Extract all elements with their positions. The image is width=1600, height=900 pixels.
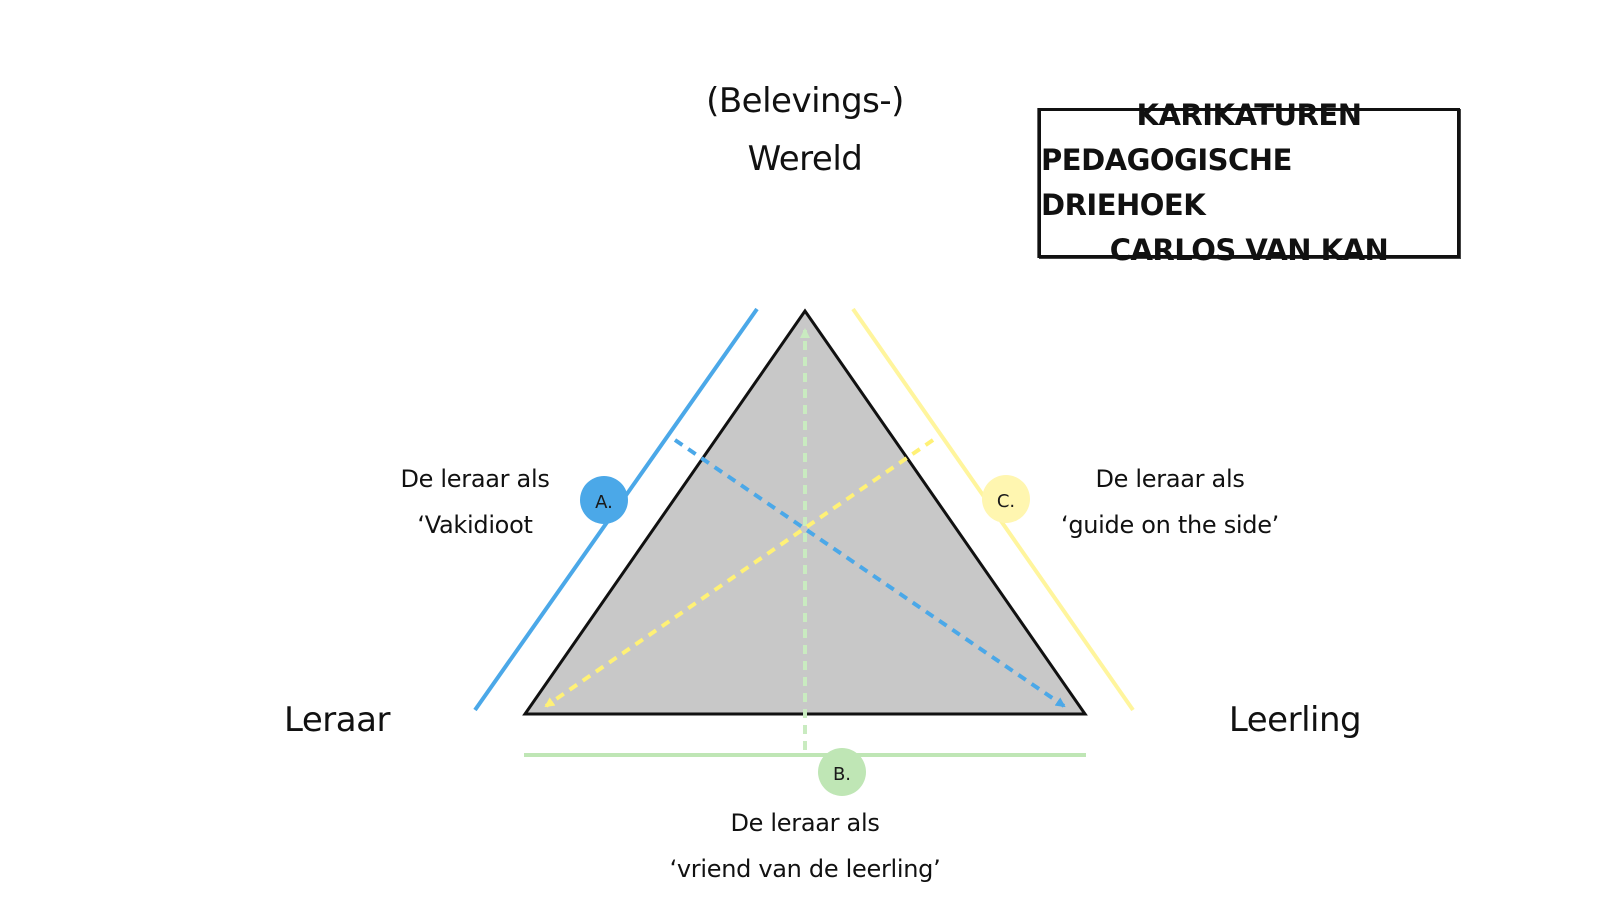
role-c-line1: De leraar als [1095, 465, 1245, 493]
marker-c-text: C. [997, 491, 1015, 512]
role-label-a: De leraar als ‘Vakidioot [360, 456, 590, 548]
vertex-label-top: (Belevings-) Wereld [655, 72, 955, 188]
arrow-yellow-diagonal [544, 438, 935, 708]
title-line-1: KARIKATUREN [1136, 98, 1362, 132]
marker-c-circle [982, 475, 1030, 523]
marker-c: C. [982, 475, 1030, 523]
marker-a-text: A. [595, 492, 613, 513]
marker-b: B. [818, 748, 866, 796]
marker-b-circle [818, 748, 866, 796]
title-box: KARIKATUREN PEDAGOGISCHE DRIEHOEK CARLOS… [1038, 98, 1460, 267]
marker-a-circle [580, 476, 628, 524]
title-line-2: PEDAGOGISCHE DRIEHOEK [1041, 143, 1292, 222]
role-b-line2: ‘vriend van de leerling’ [669, 855, 941, 883]
role-c-line2: ‘guide on the side’ [1060, 511, 1279, 539]
marker-b-text: B. [833, 764, 851, 785]
role-a-line1: De leraar als [400, 465, 550, 493]
role-b-line1: De leraar als [730, 809, 880, 837]
role-a-line2: ‘Vakidioot [417, 511, 533, 539]
vertex-label-left: Leraar [284, 700, 390, 740]
role-label-b: De leraar als ‘vriend van de leerling’ [650, 800, 960, 892]
vertex-label-top-line1: (Belevings-) [706, 81, 904, 121]
marker-a: A. [580, 476, 628, 524]
vertex-label-right: Leerling [1228, 700, 1362, 740]
role-label-c: De leraar als ‘guide on the side’ [1040, 456, 1300, 548]
title-line-3: CARLOS VAN KAN [1109, 233, 1389, 267]
vertex-label-top-line2: Wereld [747, 139, 863, 179]
arrow-blue-diagonal [673, 438, 1066, 708]
